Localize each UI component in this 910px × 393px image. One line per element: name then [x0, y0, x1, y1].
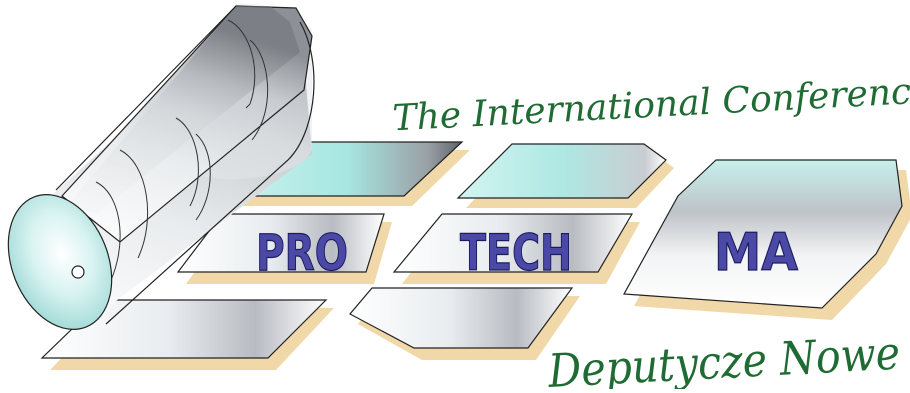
conference-headline: The International Conference: [392, 70, 910, 139]
word-pro: PRO: [256, 224, 348, 282]
roller-cylinder: [7, 3, 315, 330]
plate-ma: [623, 159, 910, 320]
plate-bottom-middle: [349, 287, 580, 360]
plate-upper-right: [456, 143, 674, 208]
plate-bottom-left: [40, 299, 334, 370]
word-ma: MA: [714, 223, 798, 283]
location-name: Deputycze Nowe: [546, 326, 901, 389]
plate-tech: [392, 213, 640, 284]
plate-pro: [176, 213, 392, 284]
word-tech: TECH: [460, 224, 572, 282]
